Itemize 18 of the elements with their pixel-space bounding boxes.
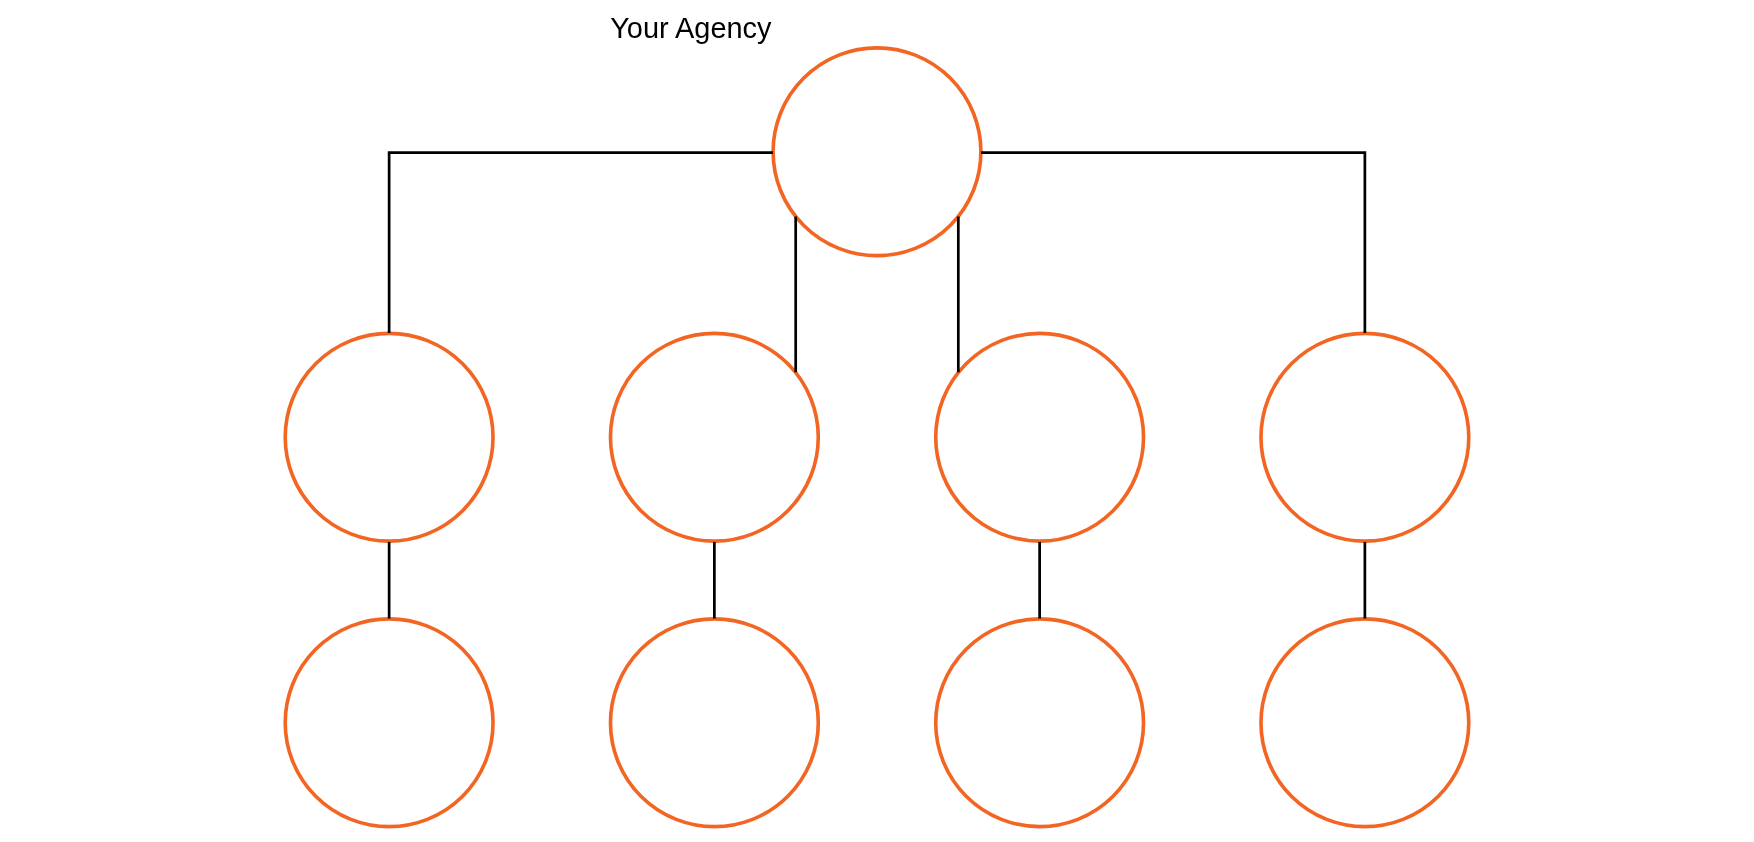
node-circle	[1259, 617, 1471, 829]
node-circle	[771, 46, 983, 258]
connector	[956, 216, 960, 373]
node-circle	[608, 617, 821, 829]
connector	[713, 541, 716, 619]
connector	[1363, 541, 1367, 619]
node-circle	[933, 617, 1146, 829]
connector	[1038, 541, 1041, 619]
node-circle	[283, 331, 495, 543]
connector	[387, 151, 773, 333]
node-circle	[283, 617, 495, 829]
node-label: Your Agency	[610, 12, 772, 45]
node-circle	[608, 331, 821, 543]
connector	[981, 151, 1367, 333]
node-circle	[1259, 331, 1471, 543]
node-circle	[933, 331, 1146, 543]
connector	[794, 216, 798, 373]
connector	[387, 541, 391, 619]
